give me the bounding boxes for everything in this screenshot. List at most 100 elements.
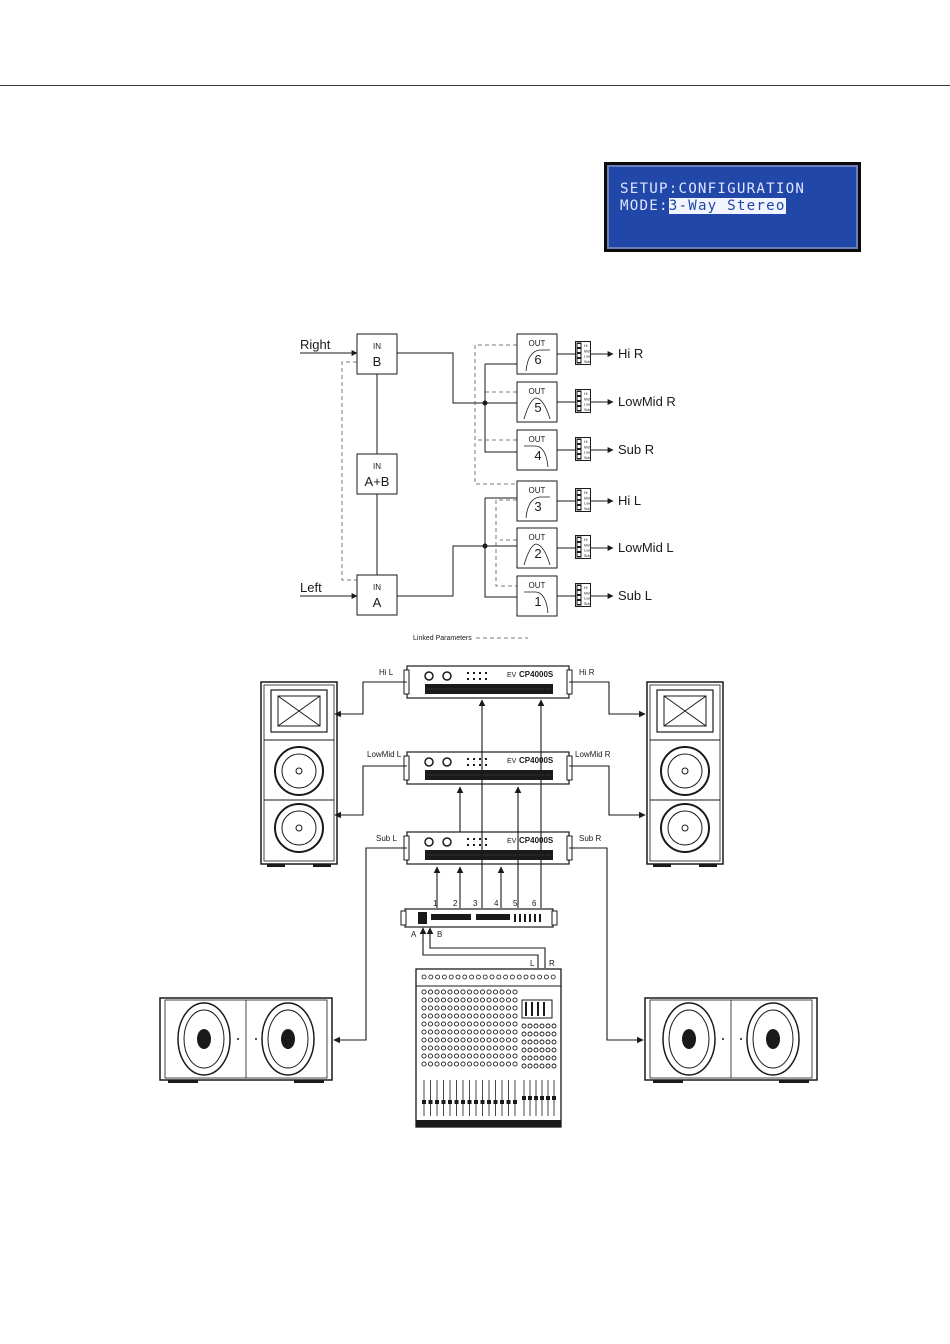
mixer-knob <box>453 1053 460 1059</box>
mixer-knob <box>473 1061 479 1067</box>
output-tag: OUT <box>529 581 546 590</box>
mixer-knob <box>440 1021 447 1027</box>
mixer-knob <box>440 989 447 995</box>
mixer-knob <box>473 989 479 995</box>
processor-output-1: 1 <box>433 899 438 908</box>
mixer-input-jack <box>510 974 515 980</box>
mixer-knob <box>421 997 427 1003</box>
mixer-knob <box>473 1013 479 1019</box>
mixer-fader <box>534 1096 538 1100</box>
mixer-knob <box>466 1045 473 1051</box>
band-label: Hi <box>584 440 588 444</box>
mixer-knob <box>551 1055 557 1061</box>
mixer-knob <box>492 1029 499 1035</box>
mixer-knob <box>499 1013 505 1019</box>
mixer-knob <box>527 1031 533 1037</box>
mixer-knob <box>499 1053 505 1059</box>
output-number: 5 <box>534 400 541 415</box>
mixer-knob <box>440 1037 447 1043</box>
output-destination: Hi R <box>618 346 643 361</box>
mixer-fader <box>506 1100 511 1104</box>
mixer-knob <box>473 1045 479 1051</box>
mixer-fader <box>428 1100 433 1104</box>
band-label: Hi <box>584 392 588 396</box>
mixer-knob <box>447 1053 453 1059</box>
mixer-input-jack <box>482 974 488 980</box>
filter-curve <box>523 543 551 566</box>
mixer-output-r-label: R <box>549 959 555 968</box>
band-label: Low <box>584 403 591 407</box>
mixer-knob <box>460 1061 466 1067</box>
mixer-knob <box>521 1055 527 1061</box>
mixer-knob <box>427 1021 434 1027</box>
mixer-knob <box>434 1053 440 1059</box>
mixer-knob <box>527 1047 533 1053</box>
processor-output-3: 3 <box>473 899 478 908</box>
mixer-knob <box>512 1013 518 1019</box>
mixer-knob <box>539 1047 545 1053</box>
legend-label: Linked Parameters <box>413 635 472 642</box>
mixer-knob <box>434 1061 440 1067</box>
mixer-knob <box>512 1021 518 1027</box>
mixer-knob <box>447 1061 453 1067</box>
mixer-knob <box>453 1005 460 1011</box>
mixer-knob <box>440 1013 447 1019</box>
lcd-mode-value: 3-Way Stereo <box>668 198 786 214</box>
mixer-knob <box>466 1061 473 1067</box>
mixer-knob <box>473 1037 479 1043</box>
filter-curve <box>524 591 549 614</box>
mixer-knob <box>533 1055 539 1061</box>
mixer-knob <box>551 1047 557 1053</box>
mixer-knob <box>539 1055 545 1061</box>
mixer-knob <box>527 1055 533 1061</box>
subwoofer-right <box>644 997 818 1084</box>
mixer-knob <box>466 1029 473 1035</box>
mixer-knob <box>512 1053 518 1059</box>
mixer-input-jack <box>496 974 502 980</box>
mixer-knob <box>499 989 505 995</box>
mixer-knob <box>466 1005 473 1011</box>
mixer-input-jack <box>435 974 441 980</box>
link-line-inputs <box>341 361 357 581</box>
speaker-wires <box>333 681 646 1044</box>
band-label: Sub <box>584 456 590 460</box>
mixer-input-jack <box>544 974 549 980</box>
mixer-fader <box>435 1100 439 1104</box>
mixer-knob <box>466 1021 473 1027</box>
mixer-knob <box>427 1013 434 1019</box>
input-b-tag: IN <box>373 342 381 351</box>
mixer-knob <box>486 997 492 1003</box>
mixer-knob <box>427 1045 434 1051</box>
mixer-fader <box>546 1096 550 1100</box>
band-label: Low <box>584 549 591 553</box>
mixer-knob <box>479 1005 486 1011</box>
mixer-knob <box>533 1039 539 1045</box>
amplifier-sub: EV CP4000S <box>403 831 573 865</box>
amp-sub-model: CP4000S <box>519 836 554 845</box>
mixer-knob <box>545 1023 551 1029</box>
mixer-knob <box>551 1031 557 1037</box>
mixer-fader <box>552 1096 556 1100</box>
mixer-knob <box>499 1021 505 1027</box>
system-diagram: EV CP4000S EV CP4000S EV CP4000S Hi L Hi… <box>159 665 818 1128</box>
mixer-knob <box>505 1045 512 1051</box>
mixer-knob <box>499 1061 505 1067</box>
mixer-fader <box>461 1100 465 1104</box>
mixer-to-processor-wires <box>419 927 546 968</box>
mixer-knob <box>512 1037 518 1043</box>
mixer-knob <box>539 1031 545 1037</box>
output-number: 3 <box>534 499 541 514</box>
mixer-knob <box>440 1029 447 1035</box>
mixer-knob <box>479 1045 486 1051</box>
mixer-knob <box>527 1063 533 1069</box>
mixer-knob <box>505 1005 512 1011</box>
band-label: Mid <box>584 496 590 500</box>
mixer-fader <box>513 1100 517 1104</box>
full-range-speaker-left <box>260 681 338 868</box>
subwoofer-left <box>159 997 333 1084</box>
mixer-input-jack <box>469 974 475 980</box>
band-label: Mid <box>584 543 590 547</box>
